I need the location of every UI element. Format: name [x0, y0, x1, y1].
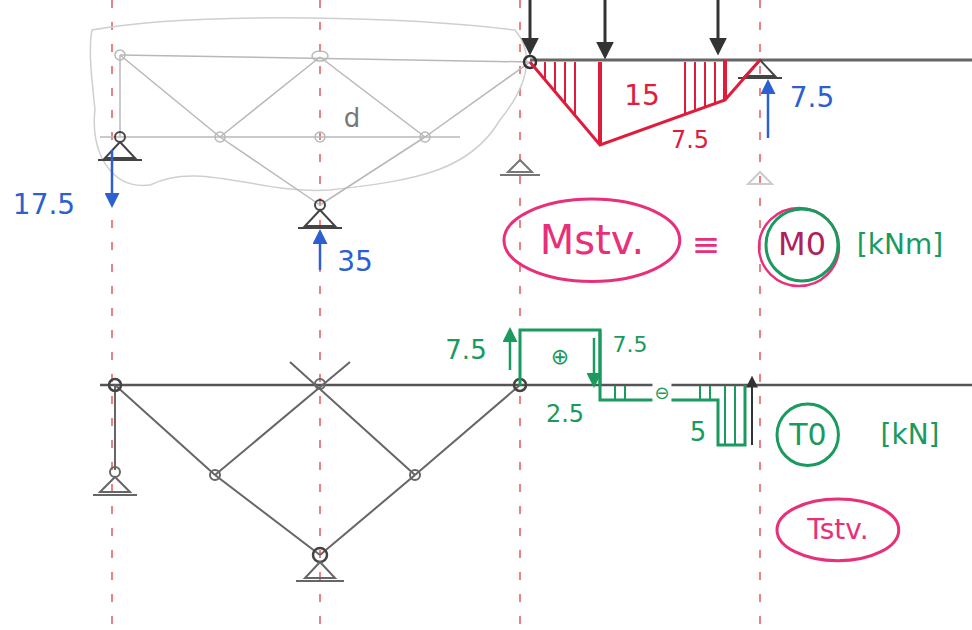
diagram-label: 7.5: [445, 336, 486, 365]
outline-stroke: [777, 404, 838, 465]
outline-stroke: [504, 199, 680, 281]
circled-symbol: M0: [764, 207, 840, 283]
support-symbol: [98, 132, 772, 228]
diagram-label: [kNm]: [857, 230, 943, 261]
moment-diagram: [530, 60, 760, 145]
diagram-label: 15: [624, 81, 660, 112]
node-text: Tstv.: [807, 515, 868, 546]
diagram-label: 5: [690, 418, 707, 447]
diagram-label: ⊕: [551, 345, 569, 369]
diagram-label: 2.5: [546, 401, 584, 427]
circled-note: Tstv.: [775, 497, 901, 563]
grid-line: [112, 0, 760, 630]
outline-stroke: [759, 208, 839, 286]
outline-stroke: [777, 499, 899, 561]
mechanism-sketch: [90, 18, 530, 205]
diagram-label: 35: [337, 247, 373, 278]
diagram-label: ≡: [692, 226, 721, 263]
circled-note: Mstv.: [502, 197, 682, 283]
diagram-label: d: [344, 104, 361, 133]
diagram-label: 7.5: [613, 333, 648, 357]
circled-symbol: T0: [775, 402, 840, 467]
outline-stroke: [766, 209, 838, 281]
reaction-arrow: [319, 232, 322, 270]
node-text: M0: [778, 227, 826, 262]
reaction-arrow: [767, 82, 770, 138]
diagram-label: [kN]: [880, 420, 939, 451]
diagram-label: 17.5: [13, 190, 75, 221]
diagram-label: ⊖: [652, 383, 671, 403]
shear-diagram: [510, 330, 752, 445]
structure: [93, 362, 972, 581]
diagram-label: 7.5: [790, 83, 835, 114]
node-text: T0: [789, 418, 826, 451]
reaction-arrow: [111, 150, 114, 205]
load-arrow: [530, 0, 718, 56]
node-text: Mstv.: [540, 218, 644, 262]
diagram-label: 7.5: [671, 127, 709, 153]
